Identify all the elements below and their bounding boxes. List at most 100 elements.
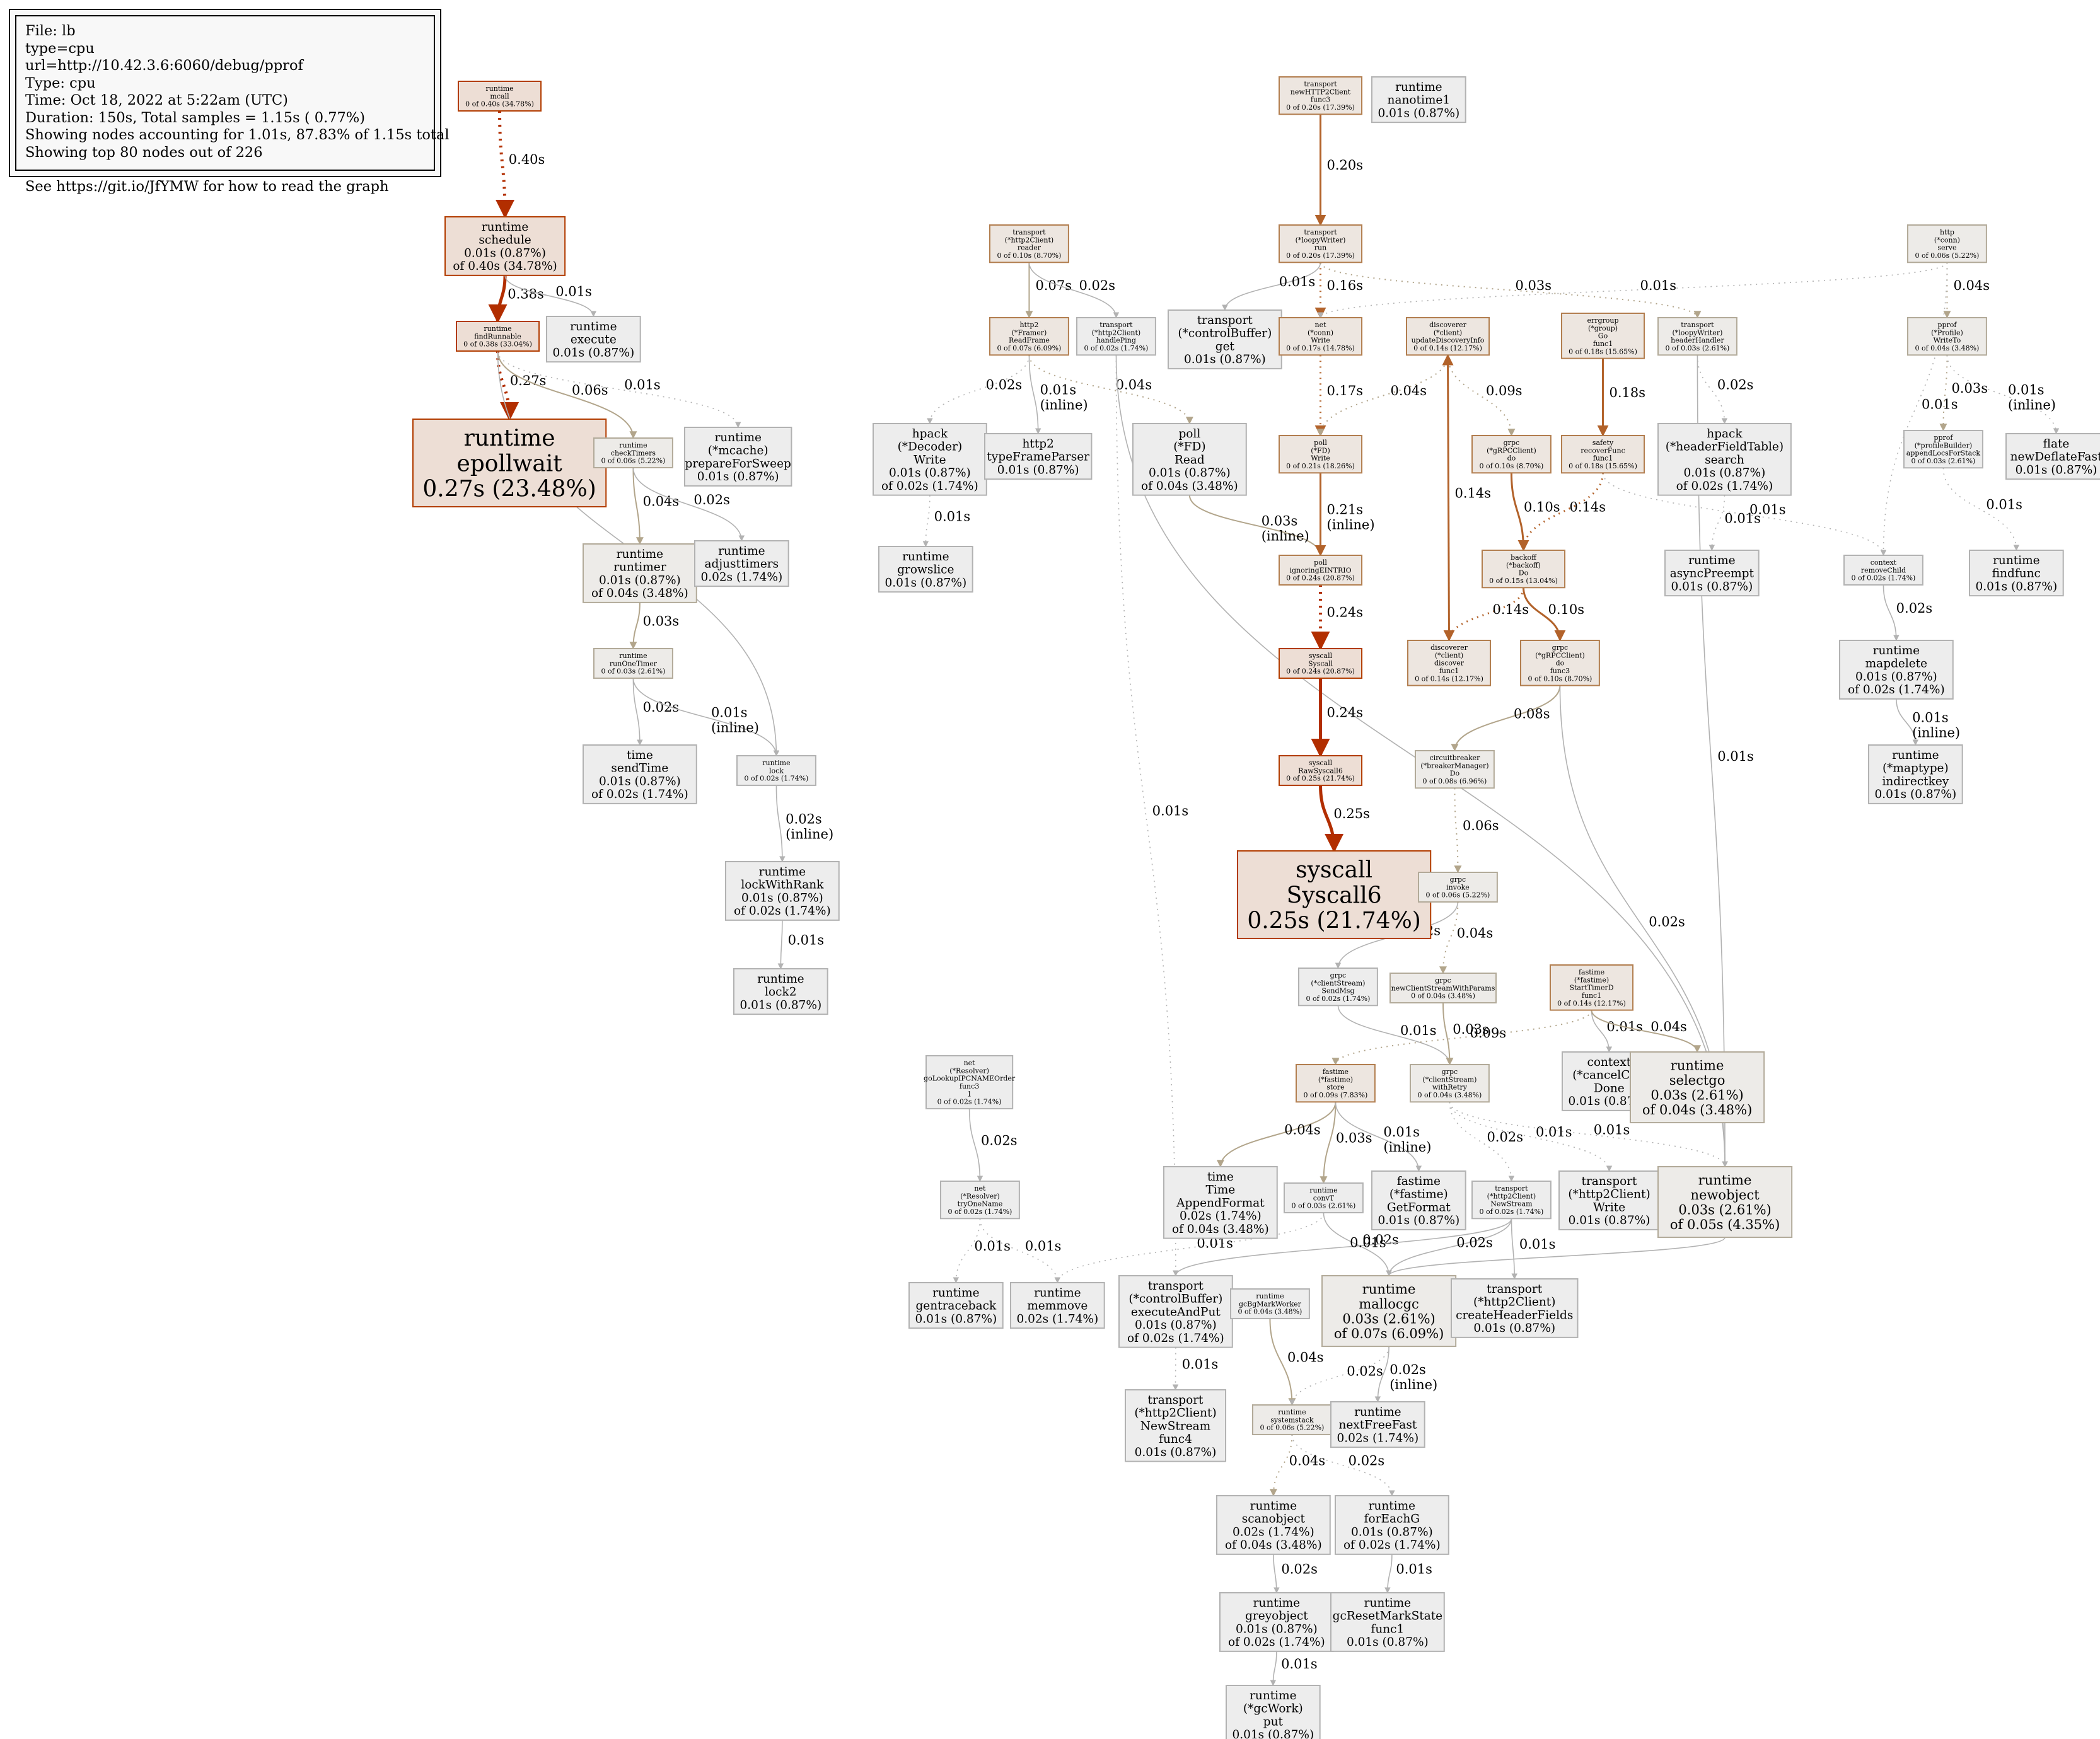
- edge-discoverFunc1-to-updateDiscovery: 0.14s: [1442, 354, 1491, 641]
- edge-line: [1319, 785, 1344, 853]
- node-label-line: transport: [1487, 1283, 1543, 1296]
- node-label-line: (*headerFieldTable): [1666, 441, 1784, 454]
- node-label-line: (*backoff): [1506, 561, 1541, 569]
- node-label-line: of 0.02s (1.74%): [734, 904, 831, 918]
- node-label-line: of 0.02s (1.74%): [881, 480, 978, 493]
- edge-line: [1331, 1010, 1592, 1066]
- node-label-line: Write: [914, 453, 946, 466]
- node-box: [1237, 850, 1432, 939]
- edge-fastimeStore-to-convT: 0.03s: [1320, 1102, 1372, 1184]
- edge-label: 0.02s: [1649, 914, 1685, 929]
- node-label-line: poll: [1314, 439, 1327, 447]
- edge-label: (inline): [1040, 398, 1088, 413]
- edge-line: [775, 785, 786, 862]
- edge-line: [1173, 1218, 1512, 1276]
- edge-ignoringEINTRIO-to-syscallSyscall: 0.24s: [1311, 584, 1363, 650]
- node-label-line: 0 of 0.03s (2.61%): [601, 667, 666, 676]
- edge-line: [632, 678, 780, 756]
- node-label-line: indirectkey: [1882, 775, 1949, 788]
- node-label-line: runOneTimer: [610, 659, 658, 667]
- edge-label: 0.03s: [1951, 381, 1988, 396]
- node-label-line: of 0.07s (6.09%): [1334, 1326, 1444, 1341]
- node-label-line: 0 of 0.18s (15.65%): [1569, 462, 1637, 470]
- node-label-line: of 0.02s (1.74%): [1343, 1539, 1441, 1552]
- edge-updateDiscovery-to-grpcDo: 0.09s: [1447, 355, 1523, 437]
- node-box: [1226, 1685, 1321, 1739]
- node-label-line: 0 of 0.14s (12.17%): [1415, 674, 1483, 683]
- edge-label: 0.14s: [1493, 602, 1529, 617]
- node-box: [444, 216, 566, 276]
- node-label-line: GetFormat: [1387, 1201, 1451, 1214]
- node-label-line: func1: [1593, 340, 1613, 348]
- node-label-line: 0 of 0.03s (2.61%): [1292, 1202, 1356, 1210]
- node-box: [925, 1055, 1014, 1109]
- node-label-line: grpc: [1552, 644, 1569, 652]
- legend-line: File: lb: [25, 23, 76, 39]
- edge-grpcDoFunc3-to-breakerDo: 0.08s: [1451, 685, 1561, 752]
- node-box: [1279, 317, 1363, 356]
- node-label-line: of 0.02s (1.74%): [591, 788, 688, 801]
- edge-line: [1323, 1212, 1392, 1276]
- edge-line: [632, 467, 745, 541]
- node-label-line: put: [1263, 1715, 1284, 1728]
- edge-line: [953, 1218, 981, 1283]
- node-label-line: 0.01s (0.87%): [997, 463, 1079, 477]
- edge-handlePing-to-executeAndPut: 0.01s: [1115, 355, 1188, 1276]
- node-box: [1132, 423, 1247, 496]
- node-createHeaderFields: transport(*http2Client)createHeaderField…: [1451, 1278, 1579, 1338]
- edge-line: [1335, 1102, 1422, 1172]
- node-box: [1907, 317, 1987, 356]
- node-label-line: of 0.04s (3.48%): [1141, 480, 1238, 493]
- edge-label: (inline): [1327, 517, 1375, 533]
- node-label-line: transport: [1681, 321, 1714, 329]
- node-label-line: 0.01s (0.87%): [1855, 670, 1937, 683]
- edge-label: 0.04s: [1953, 278, 1990, 293]
- node-label-line: (*clientStream): [1422, 1075, 1476, 1083]
- edge-backoffDo-to-discoverFunc1: 0.14s: [1443, 587, 1529, 642]
- node-box: [1410, 1064, 1490, 1103]
- edge-line: [1939, 355, 1948, 432]
- edge-httpServe-to-pprofWriteTo: 0.04s: [1943, 262, 1990, 319]
- node-label-line: func1: [1371, 1622, 1404, 1636]
- edge-breakerDo-to-grpcInvoke: 0.06s: [1454, 788, 1499, 874]
- node-label-line: 0 of 0.14s (12.17%): [1557, 999, 1626, 1007]
- node-box: [1550, 964, 1634, 1011]
- edge-line: [1115, 355, 1179, 1276]
- node-label-line: 0.03s (2.61%): [1342, 1311, 1435, 1326]
- edge-label: 0.01s: [1749, 502, 1786, 517]
- node-box: [1216, 1495, 1331, 1555]
- node-box: [989, 317, 1069, 356]
- node-label-line: ignoringEINTRIO: [1289, 566, 1351, 574]
- node-label-line: net: [974, 1184, 986, 1193]
- node-box: [1010, 1282, 1105, 1329]
- edge-runOneTimer-to-sendTime: 0.02s: [632, 678, 679, 746]
- node-box: [1118, 1275, 1233, 1348]
- node-label-line: 0 of 0.02s (1.74%): [745, 775, 809, 783]
- edge-mcall-to-schedule: 0.40s: [496, 110, 545, 219]
- edge-withRetry-to-h2cNewStream: 0.02s: [1449, 1102, 1523, 1182]
- node-label-line: scanobject: [1242, 1513, 1306, 1526]
- edge-line: [504, 275, 597, 317]
- node-label-line: (*profileBuilder): [1915, 441, 1972, 449]
- edge-tryOneName-to-memmove: 0.01s: [979, 1218, 1061, 1283]
- edge-label: 0.04s: [643, 494, 680, 509]
- node-label-line: func3: [1311, 96, 1330, 104]
- edge-label: 0.01s: [555, 284, 592, 299]
- legend-line: url=http://10.42.3.6:6060/debug/pprof: [25, 57, 303, 74]
- node-box: [1279, 435, 1363, 474]
